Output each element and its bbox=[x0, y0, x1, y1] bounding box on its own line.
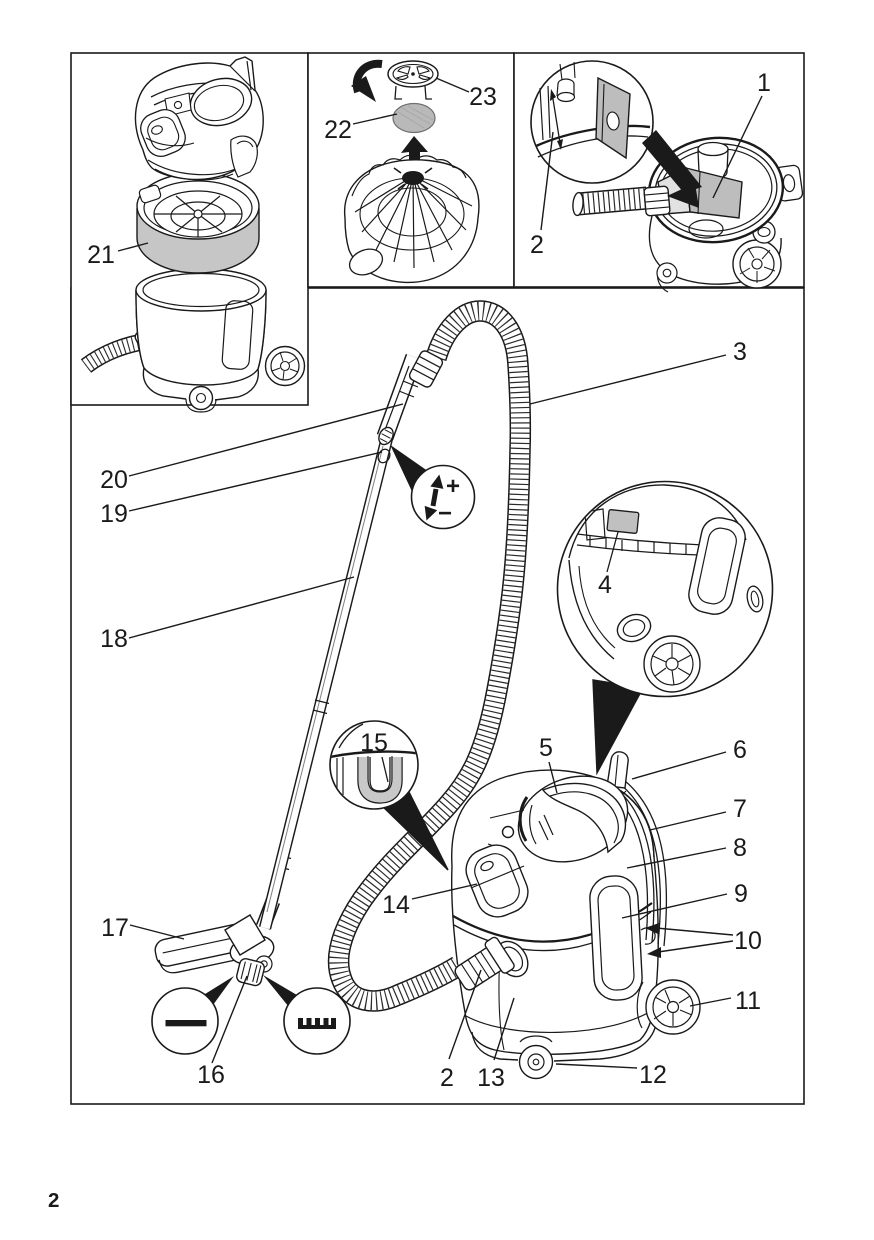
svg-text:10: 10 bbox=[734, 927, 762, 955]
svg-text:3: 3 bbox=[733, 338, 747, 366]
svg-text:5: 5 bbox=[539, 734, 553, 762]
svg-text:18: 18 bbox=[100, 625, 128, 653]
svg-text:16: 16 bbox=[197, 1061, 225, 1089]
svg-text:17: 17 bbox=[101, 914, 129, 942]
svg-text:−: − bbox=[438, 500, 452, 527]
svg-text:15: 15 bbox=[360, 729, 388, 757]
svg-text:11: 11 bbox=[735, 987, 761, 1015]
svg-text:2: 2 bbox=[530, 231, 544, 259]
svg-text:6: 6 bbox=[733, 736, 747, 764]
svg-text:+: + bbox=[446, 473, 460, 500]
svg-text:4: 4 bbox=[598, 571, 612, 599]
svg-text:23: 23 bbox=[469, 83, 497, 111]
svg-text:2: 2 bbox=[440, 1064, 454, 1092]
svg-text:20: 20 bbox=[100, 466, 128, 494]
svg-text:13: 13 bbox=[477, 1064, 505, 1092]
svg-text:1: 1 bbox=[757, 69, 771, 97]
svg-text:22: 22 bbox=[324, 116, 352, 144]
svg-text:8: 8 bbox=[733, 834, 747, 862]
svg-text:14: 14 bbox=[382, 891, 410, 919]
svg-text:21: 21 bbox=[87, 241, 115, 269]
svg-text:9: 9 bbox=[734, 880, 748, 908]
svg-text:19: 19 bbox=[100, 500, 128, 528]
svg-text:12: 12 bbox=[639, 1061, 667, 1089]
svg-text:7: 7 bbox=[733, 795, 747, 823]
svg-text:2: 2 bbox=[48, 1189, 59, 1212]
